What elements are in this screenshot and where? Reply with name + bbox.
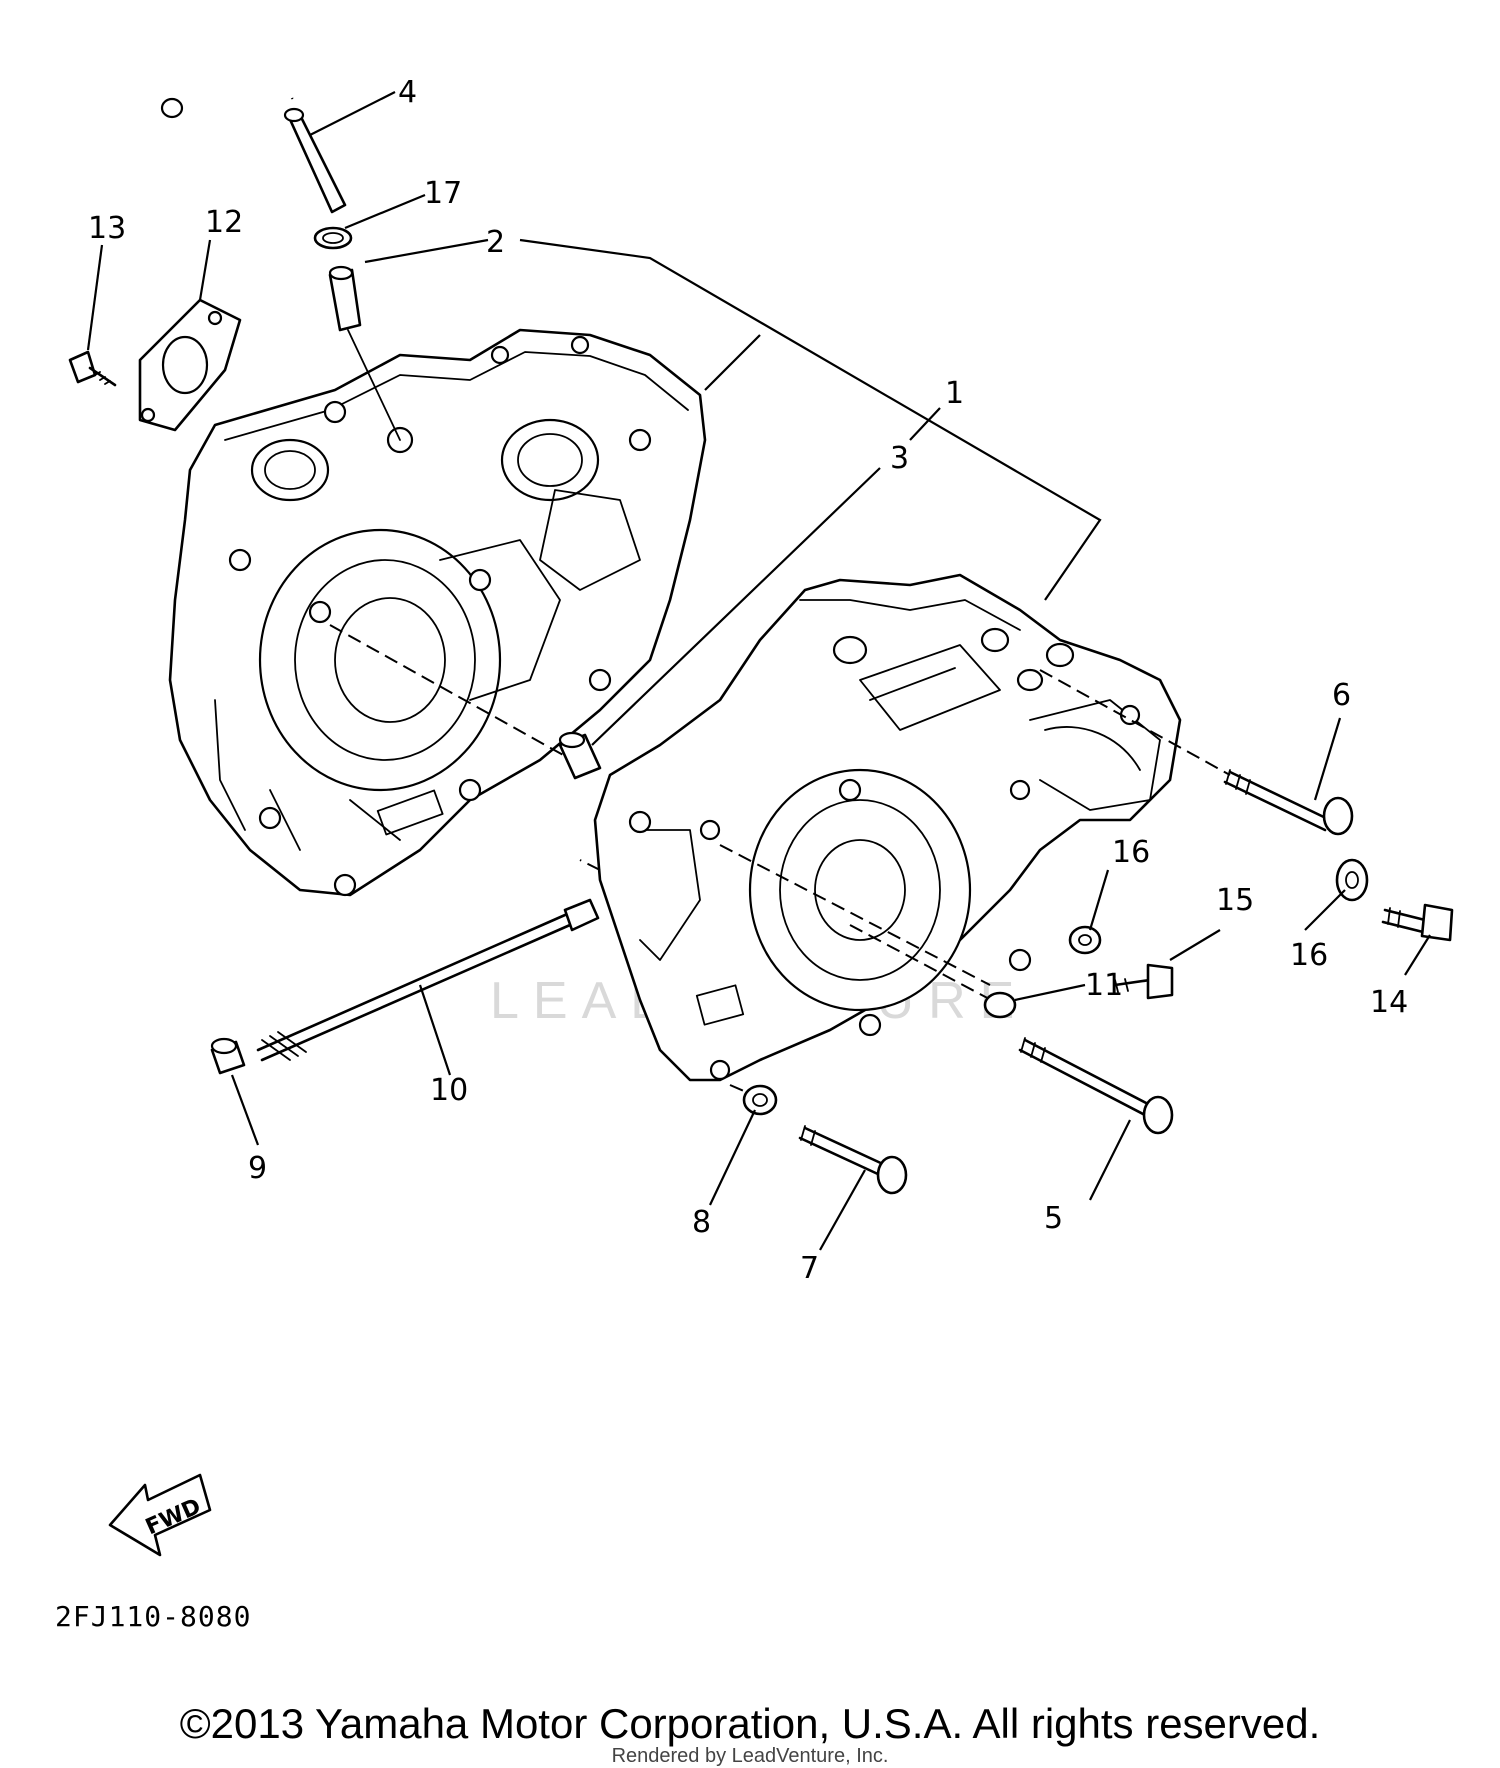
callout-label-8: 8	[692, 1205, 711, 1240]
hose-clip	[313, 226, 353, 250]
callout-label-16a: 16	[1112, 835, 1150, 870]
o-ring-11	[983, 991, 1017, 1019]
bolt-14	[1381, 903, 1454, 942]
bolt-5	[1018, 1037, 1174, 1135]
callout-label-5: 5	[1044, 1201, 1063, 1236]
dowel-pin-9	[210, 1037, 246, 1075]
screw-13	[68, 350, 117, 387]
right-crankcase-half	[593, 573, 1182, 1082]
callout-label-3: 3	[890, 441, 909, 476]
washer-8	[742, 1084, 778, 1116]
callout-label-11: 11	[1085, 968, 1123, 1003]
breather-nipple	[328, 265, 401, 441]
callout-label-14: 14	[1370, 985, 1408, 1020]
callout-label-7: 7	[800, 1251, 819, 1286]
callout-label-15: 15	[1216, 883, 1254, 918]
callout-label-10: 10	[430, 1073, 468, 1108]
copyright-notice: ©2013 Yamaha Motor Corporation, U.S.A. A…	[179, 1700, 1321, 1747]
left-crankcase-half	[168, 328, 707, 897]
bolt-6	[1223, 769, 1354, 836]
rendered-by-credit: Rendered by LeadVenture, Inc.	[611, 1745, 889, 1767]
washer-16-a	[1068, 925, 1102, 955]
callout-label-13: 13	[88, 211, 126, 246]
callout-label-17: 17	[424, 176, 462, 211]
callout-label-16b: 16	[1290, 938, 1328, 973]
diagram-code: 2FJ110-8080	[55, 1600, 252, 1633]
callout-label-4: 4	[398, 75, 417, 110]
part-labels: 1 2 3 4 5 6 7 8 9 10 11 12 13 14 15 16 1…	[88, 75, 1408, 1286]
callout-label-2: 2	[486, 225, 505, 260]
dowel-pin-3	[558, 731, 602, 780]
stud-bolt	[256, 898, 600, 1062]
alignment-lines	[329, 624, 1231, 1099]
callout-label-12: 12	[205, 205, 243, 240]
breather-hose	[160, 62, 347, 214]
callout-label-9: 9	[248, 1151, 267, 1186]
gasket-plate	[138, 298, 242, 432]
callout-label-1: 1	[945, 376, 964, 411]
bolt-15	[1113, 963, 1174, 1000]
callout-label-6: 6	[1332, 678, 1351, 713]
bolt-7	[798, 1125, 908, 1195]
callout-lines	[86, 91, 1431, 1251]
fwd-arrow: FWD	[108, 1473, 212, 1557]
